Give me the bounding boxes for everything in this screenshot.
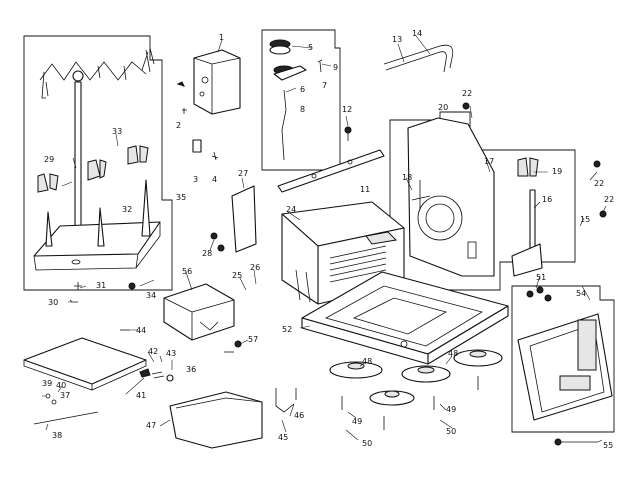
- part-bracket-rods: [277, 44, 454, 193]
- callout-51: 51: [536, 273, 546, 282]
- callout-29: 29: [44, 155, 54, 164]
- part-tension-assembly: [269, 39, 323, 161]
- callout-8: 8: [300, 105, 305, 114]
- part-knee-lift: [169, 388, 297, 449]
- callout-26: 26: [250, 263, 260, 272]
- callout-32: 32: [122, 205, 132, 214]
- callout-49b: 49: [446, 405, 456, 414]
- callout-56: 56: [182, 267, 192, 276]
- part-side-cover: [407, 117, 495, 277]
- callout-30: 30: [48, 298, 58, 307]
- part-screws: [69, 81, 607, 353]
- callout-55: 55: [603, 441, 613, 450]
- leader-lines: [42, 35, 607, 443]
- callout-18: 18: [402, 173, 412, 182]
- callout-49a: 49: [352, 417, 362, 426]
- callout-34: 34: [146, 291, 156, 300]
- callout-2: 2: [176, 121, 181, 130]
- callout-50a: 50: [362, 439, 372, 448]
- callout-46: 46: [294, 411, 304, 420]
- part-feet: [329, 349, 503, 430]
- callout-37: 37: [60, 391, 70, 400]
- callout-39: 39: [42, 379, 52, 388]
- callout-22c: 22: [604, 195, 614, 204]
- callout-35: 35: [176, 193, 186, 202]
- callout-19: 19: [552, 167, 562, 176]
- callout-16: 16: [542, 195, 552, 204]
- callout-24: 24: [286, 205, 296, 214]
- callout-7: 7: [322, 81, 327, 90]
- part-extension-table: [23, 337, 174, 425]
- callout-12: 12: [342, 105, 352, 114]
- callout-27: 27: [238, 169, 248, 178]
- callout-5: 5: [308, 43, 313, 52]
- callout-42: 42: [148, 347, 158, 356]
- callout-41: 41: [136, 391, 146, 400]
- callout-48a: 48: [362, 357, 372, 366]
- part-tray: [163, 283, 235, 341]
- callout-52: 52: [282, 325, 292, 334]
- part-screws-51: [526, 286, 552, 302]
- callout-20: 20: [438, 103, 448, 112]
- part-thread-guide: [511, 157, 543, 277]
- callout-9: 9: [333, 63, 338, 72]
- callout-4: 4: [212, 175, 217, 184]
- callout-13: 13: [392, 35, 402, 44]
- callout-25: 25: [232, 271, 242, 280]
- tension-assembly-frame: [261, 29, 341, 171]
- callout-31: 31: [96, 281, 106, 290]
- part-mounting-bracket: [231, 185, 257, 253]
- callout-3: 3: [193, 175, 198, 184]
- part-thread-stand: [33, 47, 161, 271]
- callout-54: 54: [576, 289, 586, 298]
- callout-6: 6: [300, 85, 305, 94]
- part-base-plate: [301, 271, 509, 365]
- callout-28: 28: [202, 249, 212, 258]
- callout-15: 15: [580, 215, 590, 224]
- callout-48b: 48: [448, 349, 458, 358]
- callout-45: 45: [278, 433, 288, 442]
- part-switch-cover: [193, 49, 241, 115]
- callout-11: 11: [360, 185, 370, 194]
- callout-22b: 22: [594, 179, 604, 188]
- callout-36: 36: [186, 365, 196, 374]
- callout-50b: 50: [446, 427, 456, 436]
- callout-40: 40: [56, 381, 66, 390]
- thread-stand-group-frame: [23, 35, 173, 291]
- callout-17: 17: [484, 157, 494, 166]
- callout-57: 57: [248, 335, 258, 344]
- callout-1: 1: [219, 33, 224, 42]
- callout-14: 14: [412, 29, 422, 38]
- callout-43: 43: [166, 349, 176, 358]
- callout-47: 47: [146, 421, 156, 430]
- callout-38: 38: [52, 431, 62, 440]
- callout-33: 33: [112, 127, 122, 136]
- callout-22a: 22: [462, 89, 472, 98]
- callout-44: 44: [136, 326, 146, 335]
- part-accessory-box: [517, 313, 613, 446]
- parts-box-frame: [511, 285, 615, 433]
- cover-assembly-frame: [389, 111, 576, 291]
